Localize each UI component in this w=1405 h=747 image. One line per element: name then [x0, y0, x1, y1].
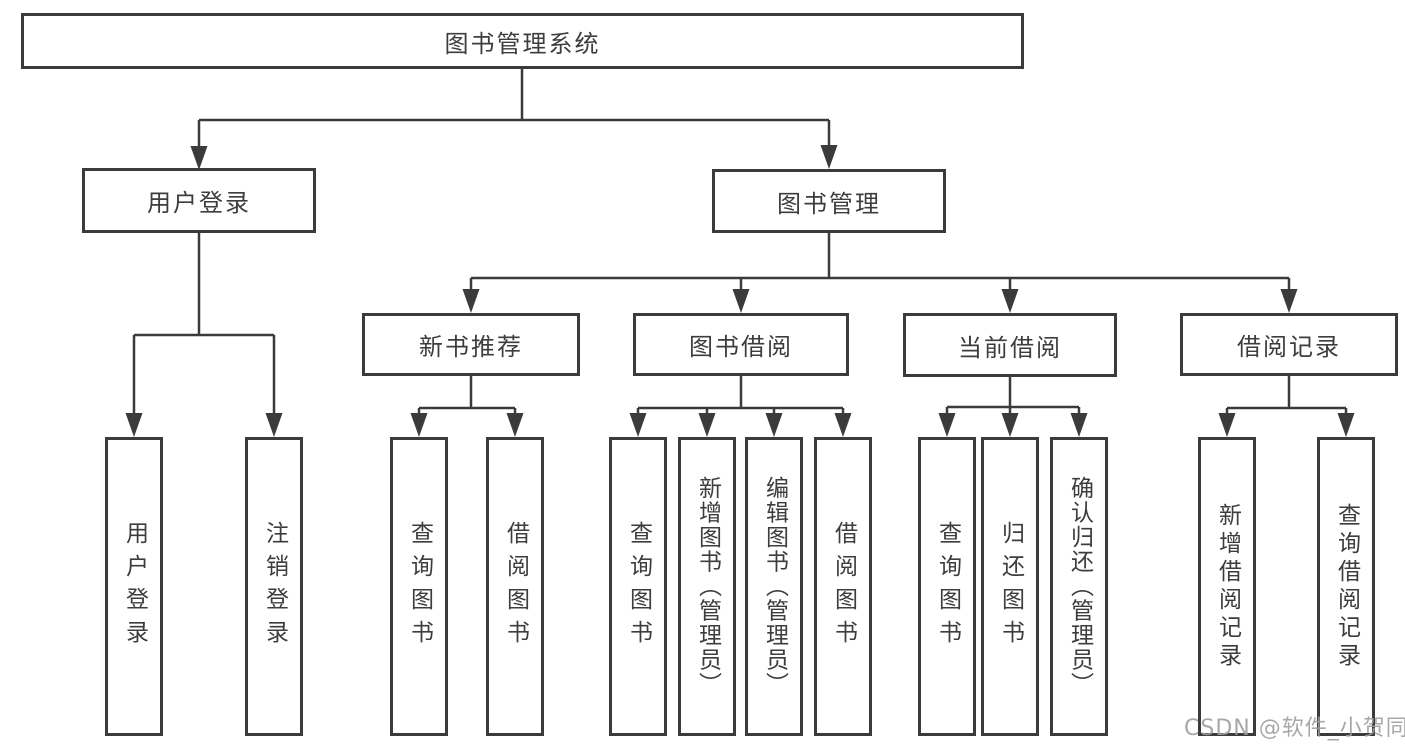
leaf-return-book: 归还图书 — [981, 437, 1039, 736]
leaf-logout-login: 注销登录 — [245, 437, 303, 736]
node-label: 图书借阅 — [689, 333, 793, 361]
leaf-confirm-return-admin: 确认归还（管理员） — [1050, 437, 1108, 736]
node-label: 当前借阅 — [958, 333, 1062, 362]
node-library-system: 图书管理系统 — [21, 13, 1024, 69]
leaf-label: 用户登录 — [121, 520, 148, 653]
leaf-label: 归还图书 — [997, 520, 1024, 653]
leaf-label: 编辑图书（管理员） — [761, 476, 788, 697]
node-new-book-recommend: 新书推荐 — [362, 313, 580, 376]
leaf-query-borrow-record: 查询借阅记录 — [1317, 437, 1375, 736]
leaf-label: 查询图书 — [934, 520, 961, 653]
leaf-add-borrow-record: 新增借阅记录 — [1198, 437, 1256, 736]
node-borrowing-records: 借阅记录 — [1180, 313, 1398, 376]
leaf-query-books-borrowing: 查询图书 — [609, 437, 667, 736]
leaf-query-books-recommend: 查询图书 — [390, 437, 448, 736]
leaf-label: 查询图书 — [625, 520, 652, 653]
leaf-label: 借阅图书 — [502, 520, 529, 653]
node-label: 图书管理系统 — [444, 29, 601, 58]
leaf-label: 新增借阅记录 — [1214, 502, 1241, 671]
node-book-management: 图书管理 — [712, 169, 946, 233]
node-label: 用户登录 — [147, 189, 251, 217]
node-user-login: 用户登录 — [82, 168, 316, 233]
node-label: 图书管理 — [777, 189, 881, 218]
leaf-label: 查询图书 — [406, 520, 433, 653]
leaf-user-login: 用户登录 — [105, 437, 163, 736]
leaf-label: 确认归还（管理员） — [1066, 476, 1093, 697]
leaf-label: 查询借阅记录 — [1333, 502, 1360, 671]
node-label: 新书推荐 — [419, 333, 523, 361]
arrowheads — [125, 145, 1355, 437]
csdn-watermark: CSDN @软件_小贺同学 — [1184, 716, 1405, 741]
node-current-borrowing: 当前借阅 — [903, 313, 1117, 377]
leaf-borrow-books-borrowing: 借阅图书 — [814, 437, 872, 736]
connector-paths — [132, 69, 1348, 415]
node-book-borrowing: 图书借阅 — [633, 313, 849, 376]
leaf-label: 借阅图书 — [830, 520, 857, 653]
leaf-query-books-current: 查询图书 — [918, 437, 976, 736]
leaf-edit-book-admin: 编辑图书（管理员） — [745, 437, 803, 736]
leaf-label: 新增图书（管理员） — [694, 476, 721, 697]
node-label: 借阅记录 — [1237, 333, 1341, 361]
leaf-add-book-admin: 新增图书（管理员） — [678, 437, 736, 736]
leaf-label: 注销登录 — [261, 520, 288, 653]
leaf-borrow-books-recommend: 借阅图书 — [486, 437, 544, 736]
